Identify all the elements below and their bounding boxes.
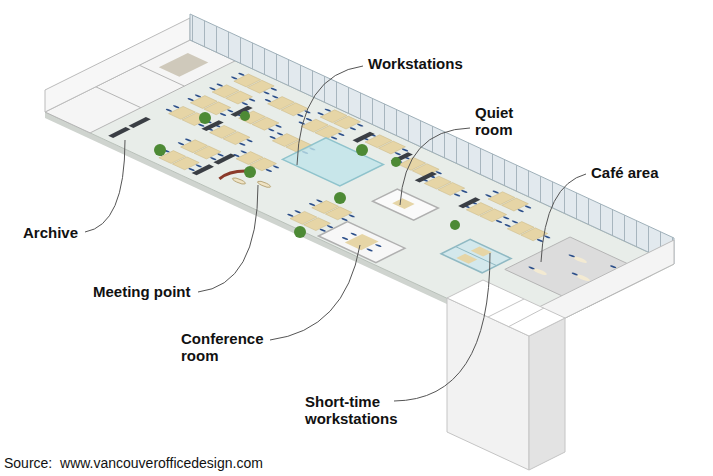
leader-line (400, 128, 470, 205)
desk-clusters (306, 198, 359, 223)
plants (334, 192, 346, 204)
meeting-point (218, 167, 277, 195)
desk-clusters (261, 94, 314, 119)
cabinets (129, 117, 151, 128)
short-time-booths (456, 254, 477, 264)
cafe-area (609, 265, 617, 269)
leader-line (541, 174, 586, 262)
archive-rooms (159, 53, 209, 77)
short-time-booths (471, 247, 492, 257)
conference-room (350, 232, 358, 236)
plants (391, 157, 401, 167)
cabinets (108, 127, 130, 138)
callout-label: Quiet room (475, 104, 535, 138)
conference-room (345, 234, 379, 250)
short-time-booths (441, 239, 511, 272)
callout-label: Short-time workstations (305, 393, 420, 427)
callout-label: Archive (23, 224, 78, 241)
quiet-room (373, 189, 439, 220)
leader-lines (85, 66, 586, 401)
plants (240, 111, 250, 121)
conference-room (319, 222, 405, 263)
desk-clusters (501, 219, 554, 244)
callout-label: Conference room (181, 330, 281, 364)
plants (154, 144, 166, 156)
cabinets (108, 71, 498, 256)
source-caption: Source: www.vancouverofficedesign.com (4, 455, 263, 472)
callout-label: Meeting point (93, 283, 191, 300)
plants (356, 144, 368, 156)
leader-line (85, 140, 125, 232)
conference-room (366, 248, 374, 252)
leader-line (198, 185, 258, 292)
leader-line (297, 66, 363, 165)
leader-line (270, 245, 360, 340)
leader-line (394, 253, 490, 401)
cabinets (458, 197, 480, 208)
plants (450, 220, 460, 230)
service-core (529, 318, 565, 470)
cafe-area (571, 272, 579, 276)
service-core (508, 308, 544, 327)
short-time-booths (441, 239, 511, 272)
callout-label: Workstations (368, 55, 463, 72)
conference-room (319, 222, 405, 263)
left-end-wall (45, 18, 190, 112)
service-core (447, 280, 565, 470)
cabinets (213, 154, 235, 165)
cafe-area (568, 254, 576, 258)
archive-rooms (96, 87, 141, 108)
cafe-area (528, 266, 536, 270)
conference-room (341, 237, 349, 241)
service-core (447, 280, 565, 336)
quiet-room (373, 189, 439, 220)
callout-label: Café area (591, 164, 659, 181)
floor-plan (45, 40, 674, 336)
plants (244, 166, 256, 178)
quiet-room (392, 198, 414, 209)
glass-facade (190, 14, 674, 264)
floor (45, 40, 674, 336)
plants (294, 226, 306, 238)
cabinets (192, 164, 214, 175)
cabinets (353, 132, 375, 143)
desk-clusters (230, 149, 283, 174)
cabinets (415, 172, 437, 183)
conference-room (374, 244, 382, 248)
service-core (488, 299, 524, 317)
desk-clusters (174, 137, 227, 162)
plants (199, 112, 211, 124)
meeting-point (231, 177, 248, 185)
